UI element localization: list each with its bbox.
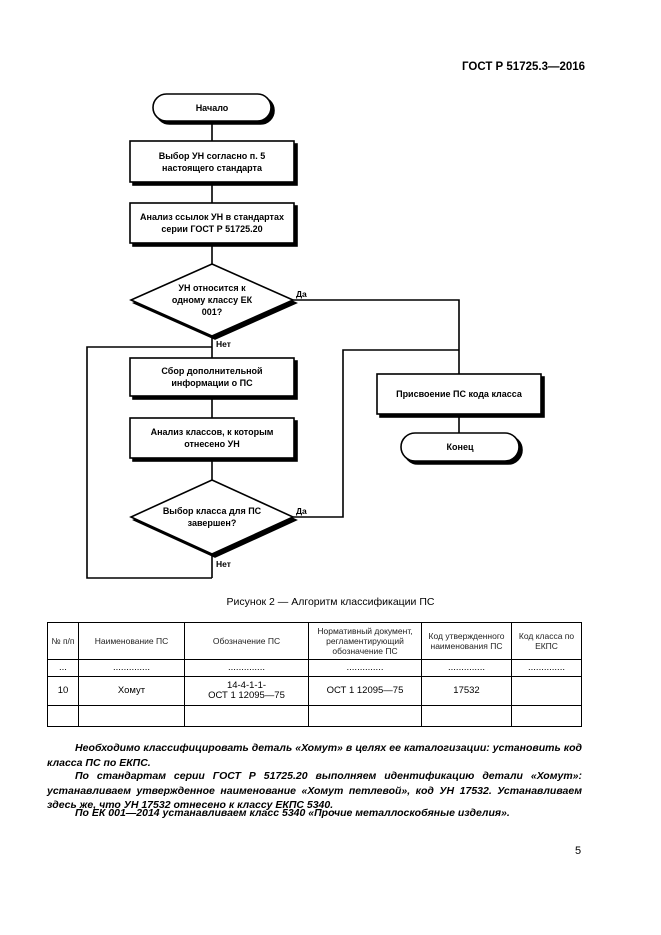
step-assign-code bbox=[376, 373, 542, 415]
table-cell bbox=[47, 705, 79, 727]
table-cell bbox=[308, 705, 422, 727]
col-header-class-code: Код класса по ЕКПС bbox=[511, 622, 582, 660]
step-analyze-classes bbox=[129, 417, 295, 459]
table-cell: ОСТ 1 12095—75 bbox=[308, 676, 422, 706]
step-analyze-links bbox=[129, 202, 295, 244]
classification-table: № п/п Наименование ПС Обозначение ПС Нор… bbox=[47, 622, 582, 727]
table-header-row: № п/п Наименование ПС Обозначение ПС Нор… bbox=[47, 622, 582, 660]
page-number: 5 bbox=[575, 845, 582, 857]
step-assign-code-label: Присвоение ПС кода класса bbox=[396, 389, 522, 399]
paragraph: Необходимо классифицировать деталь «Хому… bbox=[47, 742, 582, 769]
table-cell: .............. bbox=[421, 659, 512, 677]
step-select-un bbox=[129, 140, 295, 183]
yes-label-2: Да bbox=[296, 506, 307, 516]
yes-label-1: Да bbox=[296, 289, 307, 299]
no-label-2: Нет bbox=[216, 559, 231, 569]
standard-designation: ГОСТ Р 51725.3—2016 bbox=[462, 61, 586, 73]
col-header-normative-doc: Нормативный документ, регламентирующий о… bbox=[308, 622, 422, 660]
decision-class-done-label: Выбор класса для ПС завершен? bbox=[162, 506, 262, 528]
paragraph: По стандартам серии ГОСТ Р 51725.20 выпо… bbox=[47, 770, 582, 811]
start-label: Начало bbox=[195, 102, 229, 113]
table-cell bbox=[184, 705, 309, 727]
step-select-un-label: Выбор УН согласно п. 5 настоящего станда… bbox=[158, 150, 266, 173]
table-cell bbox=[511, 705, 582, 727]
table-cell: .............. bbox=[308, 659, 422, 677]
table-row bbox=[47, 705, 582, 727]
decision-one-class bbox=[129, 263, 295, 337]
table-cell: 14-4-1-1- ОСТ 1 12095—75 bbox=[184, 676, 309, 706]
step-collect-info bbox=[129, 357, 295, 397]
table-cell: ... bbox=[47, 659, 79, 677]
table-cell bbox=[78, 705, 185, 727]
col-header-number: № п/п bbox=[47, 622, 79, 660]
decision-class-done bbox=[129, 479, 295, 555]
table-row: 10 Хомут 14-4-1-1- ОСТ 1 12095—75 ОСТ 1 … bbox=[47, 676, 582, 706]
decision-one-class-label: УН относится к одному классу ЕК 001? bbox=[171, 283, 253, 317]
table-cell: Хомут bbox=[78, 676, 185, 706]
table-row: ... .............. .............. ......… bbox=[47, 659, 582, 677]
table-cell: .............. bbox=[78, 659, 185, 677]
col-header-name: Наименование ПС bbox=[78, 622, 185, 660]
table-cell: 10 bbox=[47, 676, 79, 706]
step-analyze-links-label: Анализ ссылок УН в стандартах серии ГОСТ… bbox=[140, 212, 284, 234]
end-label: Конец bbox=[446, 442, 474, 452]
table-cell bbox=[511, 676, 582, 706]
table-cell bbox=[421, 705, 512, 727]
table-cell: .............. bbox=[184, 659, 309, 677]
flowchart bbox=[86, 93, 542, 579]
col-header-un-code: Код утвержденного наименования ПС bbox=[421, 622, 512, 660]
table-cell: 17532 bbox=[421, 676, 512, 706]
end-terminal bbox=[400, 432, 520, 462]
step-collect-info-label: Сбор дополнительной информации о ПС bbox=[161, 366, 263, 388]
paragraph: По ЕК 001—2014 устанавливаем класс 5340 … bbox=[75, 807, 510, 819]
step-analyze-classes-label: Анализ классов, к которым отнесено УН bbox=[150, 427, 274, 449]
figure-caption: Рисунок 2 — Алгоритм классификации ПС bbox=[226, 596, 435, 608]
start-terminal bbox=[152, 93, 272, 122]
table-cell: .............. bbox=[511, 659, 582, 677]
col-header-designation: Обозначение ПС bbox=[184, 622, 309, 660]
no-label-1: Нет bbox=[216, 339, 231, 349]
